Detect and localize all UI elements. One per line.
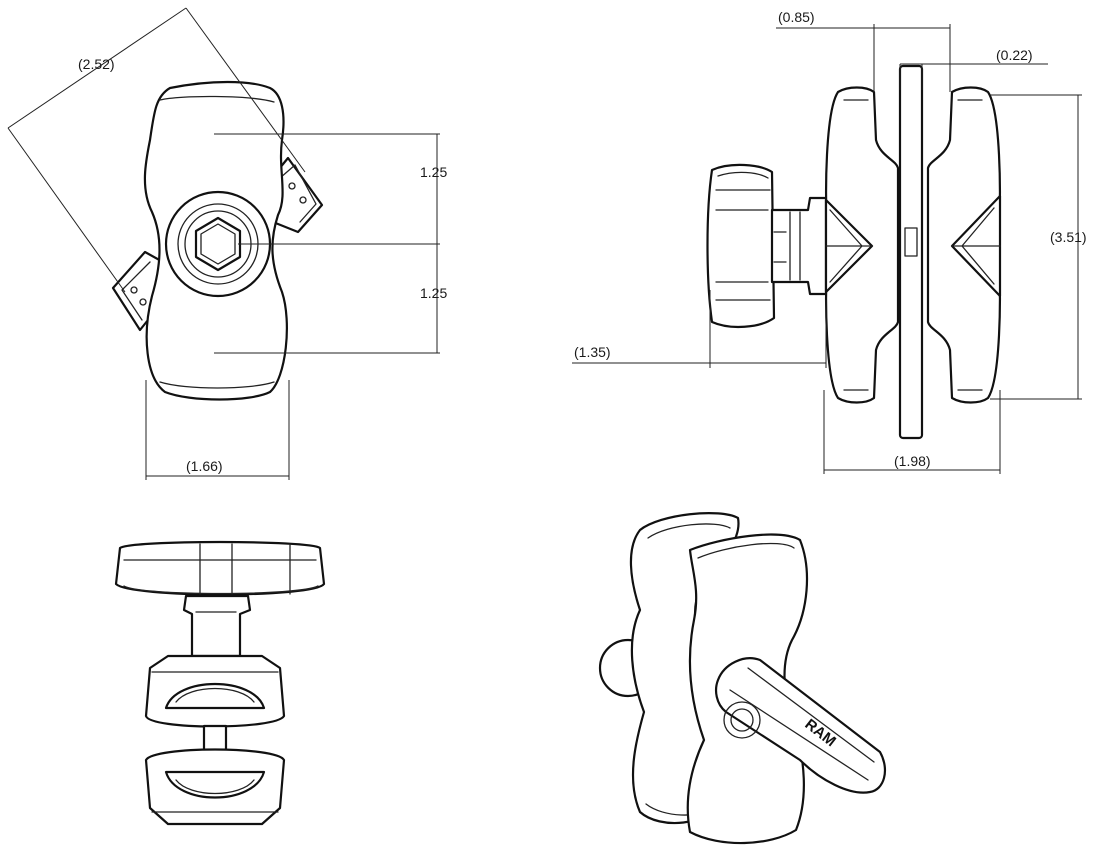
side-view xyxy=(706,64,1002,440)
side-knob xyxy=(706,163,776,329)
dim-center-gap-label: (0.22) xyxy=(996,47,1033,63)
dim-height-label: (3.51) xyxy=(1050,229,1087,245)
front-view xyxy=(111,80,324,401)
iso-knob-lever xyxy=(715,657,887,794)
bottom-view xyxy=(114,540,326,826)
front-view-dimensions: (2.52) 1.25 1.25 (1.66) xyxy=(7,7,447,480)
bottom-knob xyxy=(114,540,326,596)
dim-lower-spacing-label: 1.25 xyxy=(420,285,447,301)
dim-diagonal-label: (2.52) xyxy=(78,56,115,72)
side-view-dimensions: (0.85) (0.22) (3.51) (1.35) (1.98) xyxy=(572,9,1087,474)
side-stem xyxy=(770,196,828,296)
isometric-view: RAM xyxy=(598,512,887,845)
dim-front-width-label: (1.66) xyxy=(186,458,223,474)
dim-upper-spacing-label: 1.25 xyxy=(420,164,447,180)
dim-top-gap-label: (0.85) xyxy=(778,9,815,25)
front-hex-socket xyxy=(194,216,242,272)
dim-knob-offset-label: (1.35) xyxy=(574,344,611,360)
side-center-post xyxy=(898,64,924,440)
dim-side-width-label: (1.98) xyxy=(894,453,931,469)
